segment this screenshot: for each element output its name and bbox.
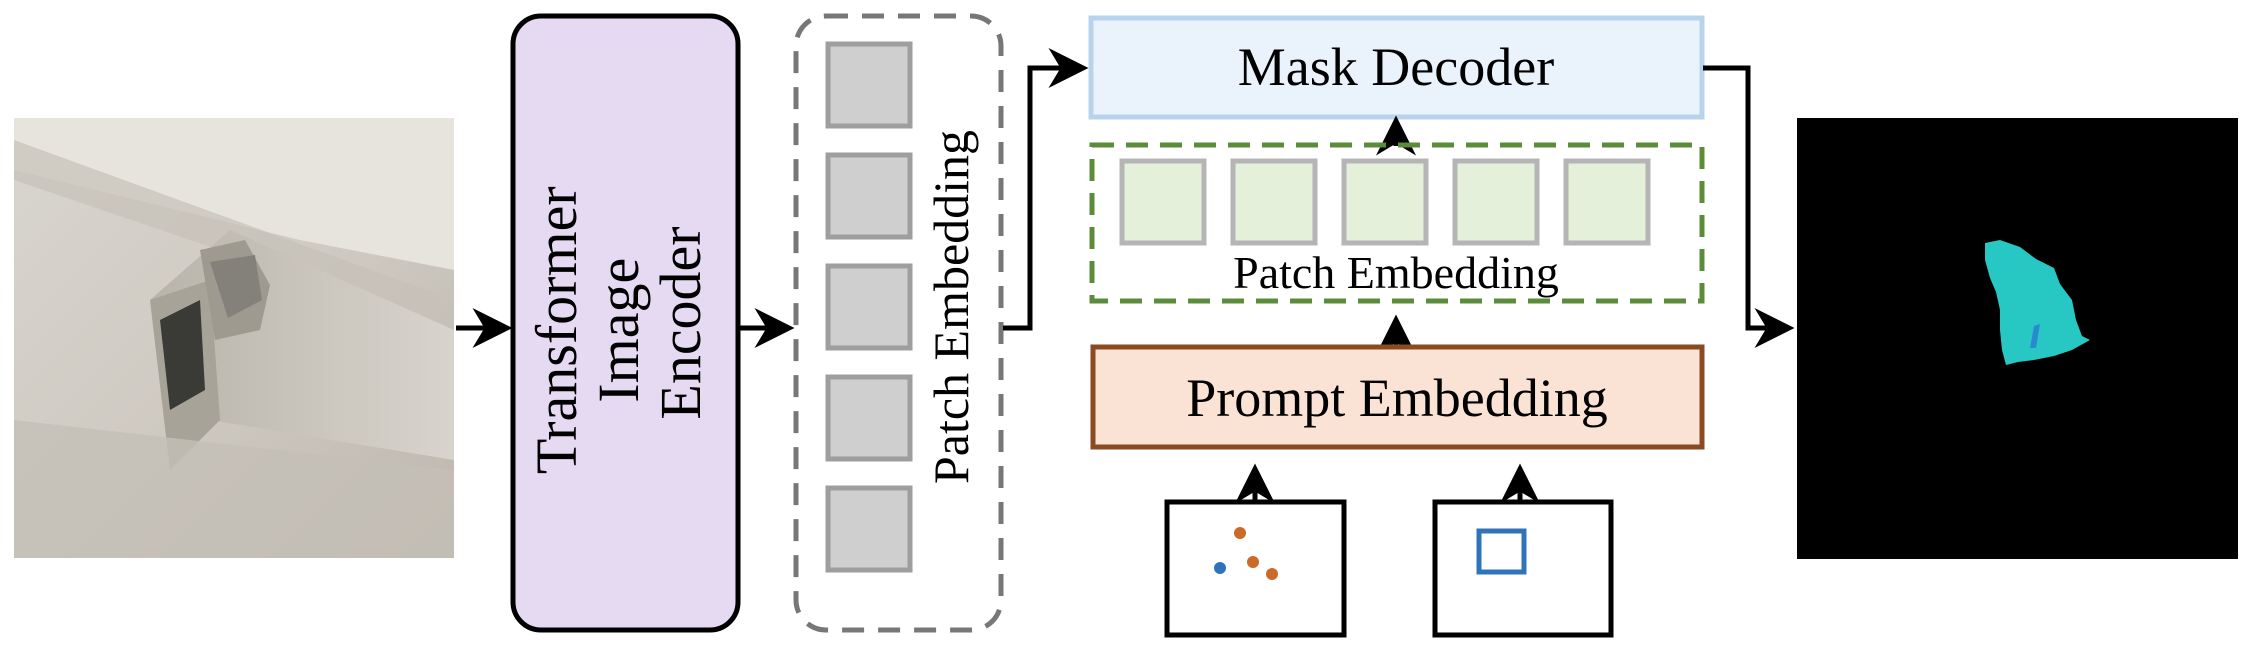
patch-token [825, 263, 913, 351]
output-mask-image [1797, 118, 2238, 559]
patch-token [1119, 158, 1207, 246]
image-encoder-block: Transformer Image Encoder [510, 13, 741, 633]
mask-decoder-block: Mask Decoder [1088, 15, 1705, 120]
patch-token [825, 41, 913, 129]
point-prompt-icon [1164, 499, 1347, 638]
arrow-icon [1003, 48, 1089, 331]
image-patch-embedding-label: Patch Embedding [923, 130, 979, 484]
encoder-label-line1: Transformer [524, 186, 589, 474]
box-prompt-icon [1432, 499, 1614, 638]
prompt-embedding-label: Prompt Embedding [1186, 368, 1607, 428]
arrow-icon [1703, 65, 1795, 348]
encoder-label-line3: Encoder [648, 226, 713, 419]
patch-token [1230, 158, 1318, 246]
patch-token [1341, 158, 1429, 246]
mask-decoder-label: Mask Decoder [1238, 37, 1554, 97]
patch-token [825, 152, 913, 240]
patch-token [825, 485, 913, 573]
prompt-patch-embedding: Patch Embedding [1089, 142, 1705, 304]
encoder-label-line2: Image [586, 258, 651, 403]
patch-token [1452, 158, 1540, 246]
svg-text:Transformer Image: Transformer Image Encoder [524, 172, 713, 474]
image-patch-embedding: Patch Embedding [793, 13, 1004, 633]
patch-token [1563, 158, 1651, 246]
patch-token [825, 374, 913, 462]
input-image [14, 118, 454, 558]
prompt-patch-embedding-label: Patch Embedding [1233, 247, 1559, 298]
prompt-embedding-block: Prompt Embedding [1090, 344, 1705, 450]
